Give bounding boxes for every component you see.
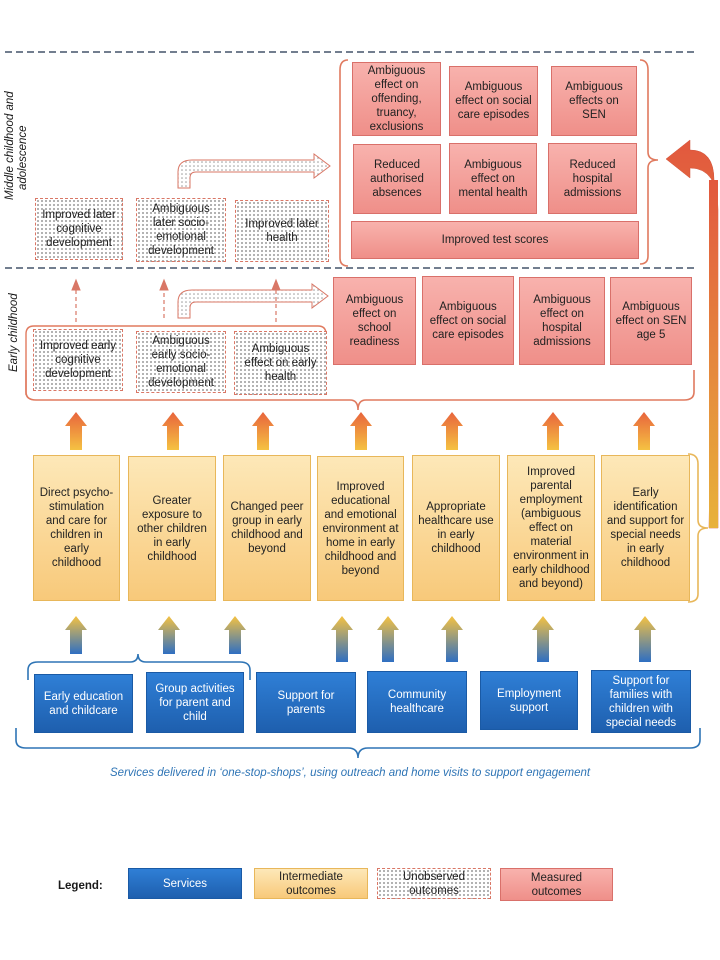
legend-intermediate: Intermediate outcomes <box>254 868 368 899</box>
shared-services-bracket <box>27 653 251 680</box>
up-arrow <box>441 412 463 450</box>
middle-to-measured-hollow-arrow <box>177 153 331 189</box>
up-arrow <box>162 412 184 450</box>
early-unobserved-socio-emotional: Ambiguous early socio-emotional developm… <box>136 331 226 393</box>
service-up-arrow <box>65 616 87 654</box>
intermediate-exposure-other-children: Greater exposure to other children in ea… <box>128 456 216 601</box>
early-measured-hospital: Ambiguous effect on hospital admissions <box>519 277 605 365</box>
intermediate-bracket <box>687 453 709 603</box>
service-early-education: Early education and childcare <box>34 674 133 733</box>
up-arrow <box>350 412 372 450</box>
early-measured-social-care: Ambiguous effect on social care episodes <box>422 276 514 365</box>
service-up-arrow <box>377 616 399 662</box>
services-caption: Services delivered in ‘one-stop-shops’, … <box>110 767 591 779</box>
service-up-arrow <box>158 616 180 654</box>
service-up-arrow <box>532 616 554 662</box>
middle-left-bracket <box>339 59 349 267</box>
service-up-arrow <box>224 616 246 654</box>
intermediate-home-environment: Improved educational and emotional envir… <box>317 456 404 601</box>
up-arrow <box>633 412 655 450</box>
middle-measured-offending: Ambiguous effect on offending, truancy, … <box>352 62 441 136</box>
middle-measured-social-care: Ambiguous effect on social care episodes <box>449 66 538 136</box>
middle-measured-test-scores: Improved test scores <box>351 221 639 259</box>
early-outcomes-bracket <box>25 370 695 411</box>
services-bracket <box>15 728 701 759</box>
middle-measured-mental-health: Ambiguous effect on mental health <box>449 143 537 214</box>
intermediate-special-needs: Early identification and support for spe… <box>601 455 690 601</box>
intermediate-peer-group: Changed peer group in early childhood an… <box>223 455 311 601</box>
early-unobserved-bracket <box>25 325 327 395</box>
middle-measured-absences: Reduced authorised absences <box>353 144 441 214</box>
middle-measured-bracket <box>639 59 659 265</box>
legend-services: Services <box>128 868 242 899</box>
service-up-arrow <box>634 616 656 662</box>
early-to-middle-hollow-arrow <box>177 283 329 319</box>
up-arrow <box>65 412 87 450</box>
legend-unobserved: Unobserved outcomes <box>377 868 491 899</box>
legend-measured: Measured outcomes <box>500 868 613 901</box>
middle-measured-sen: Ambiguous effects on SEN <box>551 66 637 136</box>
early-unobserved-health: Ambiguous effect on early health <box>234 331 327 395</box>
up-arrow <box>542 412 564 450</box>
service-group-activities: Group activities for parent and child <box>146 672 244 733</box>
intermediate-healthcare-use: Appropriate healthcare use in early chil… <box>412 455 500 601</box>
service-special-needs: Support for families with children with … <box>591 670 691 733</box>
early-measured-sen-age5: Ambiguous effect on SEN age 5 <box>610 277 692 365</box>
early-measured-school-readiness: Ambiguous effect on school readiness <box>333 277 416 365</box>
middle-unobserved-socio-emotional: Ambiguous later socio-emotional developm… <box>136 198 226 262</box>
section-label-middle: Middle childhood and adolescence <box>4 91 29 200</box>
service-community-healthcare: Community healthcare <box>367 671 467 733</box>
legend-title: Legend: <box>58 880 103 892</box>
early-unobserved-cognitive: Improved early cognitive development <box>33 329 123 391</box>
intermediate-parental-employment: Improved parental employment (ambiguous … <box>507 455 595 601</box>
middle-unobserved-health: Improved later health <box>235 200 329 262</box>
service-up-arrow <box>331 616 353 662</box>
middle-unobserved-cognitive: Improved later cognitive development <box>35 198 123 260</box>
service-up-arrow <box>441 616 463 662</box>
dashed-up-arrows <box>71 278 281 322</box>
intermediate-psycho-stimulation: Direct psycho-stimulation and care for c… <box>33 455 120 601</box>
up-arrow <box>252 412 274 450</box>
section-label-early: Early childhood <box>8 293 20 372</box>
service-employment-support: Employment support <box>480 671 578 730</box>
middle-measured-hospital: Reduced hospital admissions <box>548 143 637 214</box>
service-support-parents: Support for parents <box>256 672 356 733</box>
